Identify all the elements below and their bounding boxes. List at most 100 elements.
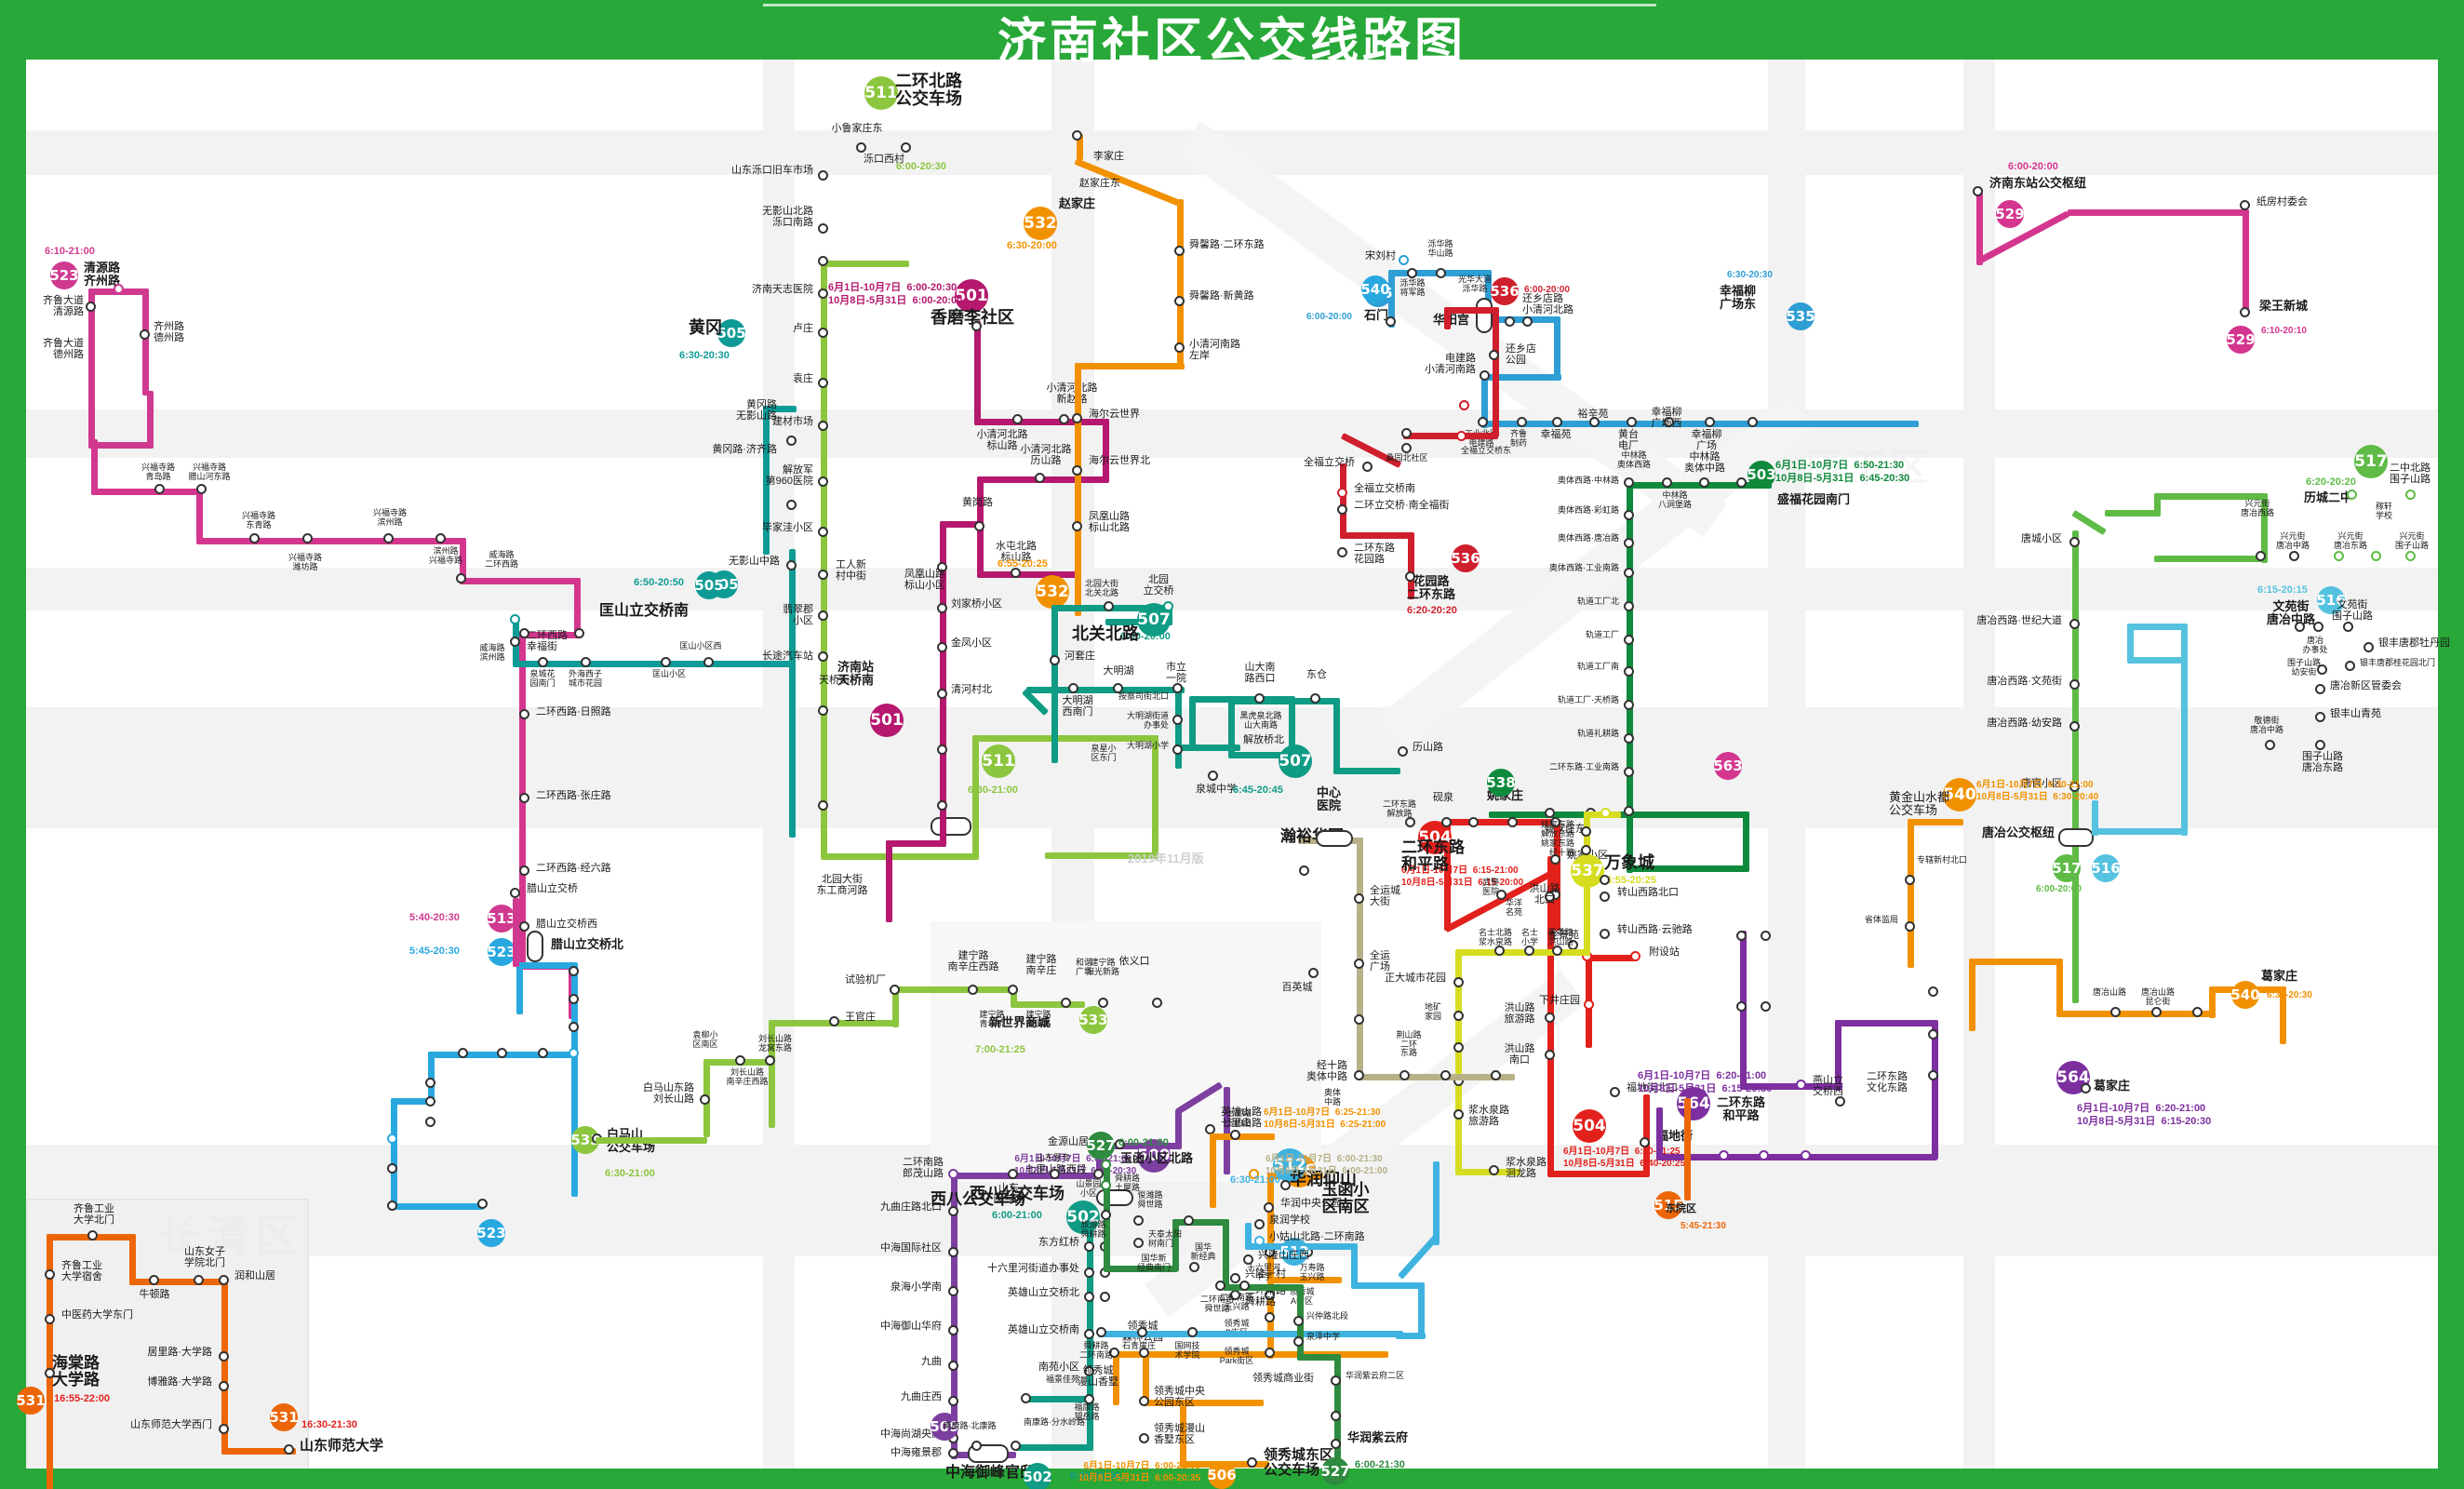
station-dot[interactable] (2345, 661, 2355, 671)
station-dot[interactable] (1172, 744, 1183, 755)
station-dot[interactable] (519, 793, 529, 803)
station-dot[interactable] (1100, 1292, 1110, 1302)
station-dot[interactable] (1331, 1439, 1341, 1449)
station-dot[interactable] (1581, 826, 1591, 837)
station-dot[interactable] (1354, 893, 1364, 904)
station-dot[interactable] (1480, 370, 1490, 381)
station-dot[interactable] (1405, 817, 1415, 827)
station-dot[interactable] (2240, 307, 2250, 317)
station-dot[interactable] (1072, 413, 1082, 423)
route-badge-529[interactable]: 529 (1995, 200, 2025, 228)
station-dot[interactable] (2334, 551, 2344, 561)
station-dot[interactable] (818, 223, 828, 234)
station-dot[interactable] (1489, 350, 1499, 360)
station-dot[interactable] (154, 484, 165, 494)
station-dot[interactable] (818, 256, 828, 266)
station-dot[interactable] (948, 1169, 958, 1179)
station-dot[interactable] (1494, 946, 1505, 956)
station-dot[interactable] (700, 1094, 710, 1105)
station-dot[interactable] (1035, 473, 1045, 483)
station-dot[interactable] (1550, 854, 1560, 865)
station-dot[interactable] (425, 1096, 435, 1107)
station-dot[interactable] (458, 1048, 468, 1058)
station-dot[interactable] (45, 1314, 55, 1324)
station-dot[interactable] (1137, 1327, 1147, 1337)
station-dot[interactable] (1163, 601, 1173, 611)
route-badge-531-mid[interactable]: 515 (1654, 1191, 1683, 1219)
station-dot[interactable] (1589, 417, 1600, 427)
station-dot[interactable] (1187, 1327, 1198, 1337)
station-dot[interactable] (86, 302, 96, 312)
station-dot[interactable] (974, 521, 984, 531)
station-dot[interactable] (971, 321, 982, 331)
station-dot[interactable] (1133, 1238, 1144, 1248)
station-dot[interactable] (1761, 931, 1771, 941)
station-dot[interactable] (569, 1048, 579, 1058)
route-badge-536-south[interactable]: 536 (1451, 544, 1480, 572)
route-badge-511[interactable]: 511 (864, 76, 898, 110)
station-dot[interactable] (818, 651, 828, 662)
station-dot[interactable] (1084, 1292, 1094, 1302)
station-dot[interactable] (1545, 892, 1555, 902)
station-dot[interactable] (1624, 806, 1634, 816)
route-badge-531[interactable]: 531 (16, 1387, 46, 1415)
station-dot[interactable] (2313, 622, 2323, 632)
terminal-marker[interactable] (1316, 830, 1353, 847)
route-badge-515[interactable]: 563 (1713, 752, 1743, 780)
station-dot[interactable] (1552, 946, 1562, 956)
station-dot[interactable] (1401, 428, 1412, 438)
station-dot[interactable] (1084, 1366, 1094, 1376)
station-dot[interactable] (87, 1230, 98, 1241)
station-dot[interactable] (1011, 568, 1021, 578)
station-dot[interactable] (1280, 1180, 1291, 1190)
station-dot[interactable] (1101, 1160, 1111, 1170)
station-dot[interactable] (2069, 679, 2080, 690)
route-badge-532[interactable]: 532 (1024, 207, 1057, 240)
station-dot[interactable] (1072, 465, 1082, 476)
station-dot[interactable] (1011, 1441, 1021, 1451)
station-dot[interactable] (538, 1048, 548, 1058)
station-dot[interactable] (818, 705, 828, 716)
station-dot[interactable] (1386, 316, 1396, 327)
station-dot[interactable] (1405, 571, 1415, 582)
station-dot[interactable] (1084, 1394, 1094, 1404)
station-dot[interactable] (1308, 968, 1319, 978)
station-dot[interactable] (1545, 808, 1555, 818)
station-dot[interactable] (1152, 998, 1162, 1008)
route-badge-501[interactable]: 501 (955, 279, 988, 313)
route-badge-532-south[interactable]: 532 (1036, 575, 1069, 609)
station-dot[interactable] (1068, 683, 1078, 693)
station-dot[interactable] (1928, 1029, 1938, 1040)
station-dot[interactable] (569, 966, 579, 976)
station-dot[interactable] (1293, 1336, 1304, 1347)
route-badge-516-south[interactable]: 516 (2091, 854, 2121, 882)
station-dot[interactable] (2069, 782, 2080, 792)
route-badge-504-south[interactable]: 504 (1573, 1109, 1606, 1143)
station-dot[interactable] (1552, 417, 1562, 427)
station-dot[interactable] (1905, 921, 1915, 932)
station-dot[interactable] (1401, 443, 1412, 453)
route-badge-531-east[interactable]: 531 (269, 1403, 299, 1431)
route-badge-503[interactable]: 503 (1747, 461, 1776, 489)
station-dot[interactable] (937, 744, 947, 755)
station-dot[interactable] (1928, 986, 1938, 997)
route-badge-519-north[interactable]: 540 (1943, 778, 1976, 812)
station-dot[interactable] (435, 533, 446, 543)
station-dot[interactable] (519, 709, 529, 719)
station-dot[interactable] (497, 1048, 507, 1058)
station-dot[interactable] (1093, 1169, 1104, 1179)
route-badge-517[interactable]: 517 (2354, 445, 2388, 478)
station-dot[interactable] (1362, 462, 1373, 472)
station-dot[interactable] (1337, 488, 1347, 498)
station-dot[interactable] (284, 1444, 294, 1455)
station-dot[interactable] (1254, 693, 1265, 704)
station-dot[interactable] (45, 1368, 55, 1378)
station-dot[interactable] (2315, 684, 2325, 694)
station-dot[interactable] (1084, 1268, 1094, 1278)
station-dot[interactable] (1139, 1396, 1149, 1406)
station-dot[interactable] (1624, 568, 1634, 578)
station-dot[interactable] (937, 800, 947, 811)
station-dot[interactable] (1101, 1180, 1111, 1190)
station-dot[interactable] (2371, 551, 2381, 561)
station-dot[interactable] (1517, 417, 1527, 427)
